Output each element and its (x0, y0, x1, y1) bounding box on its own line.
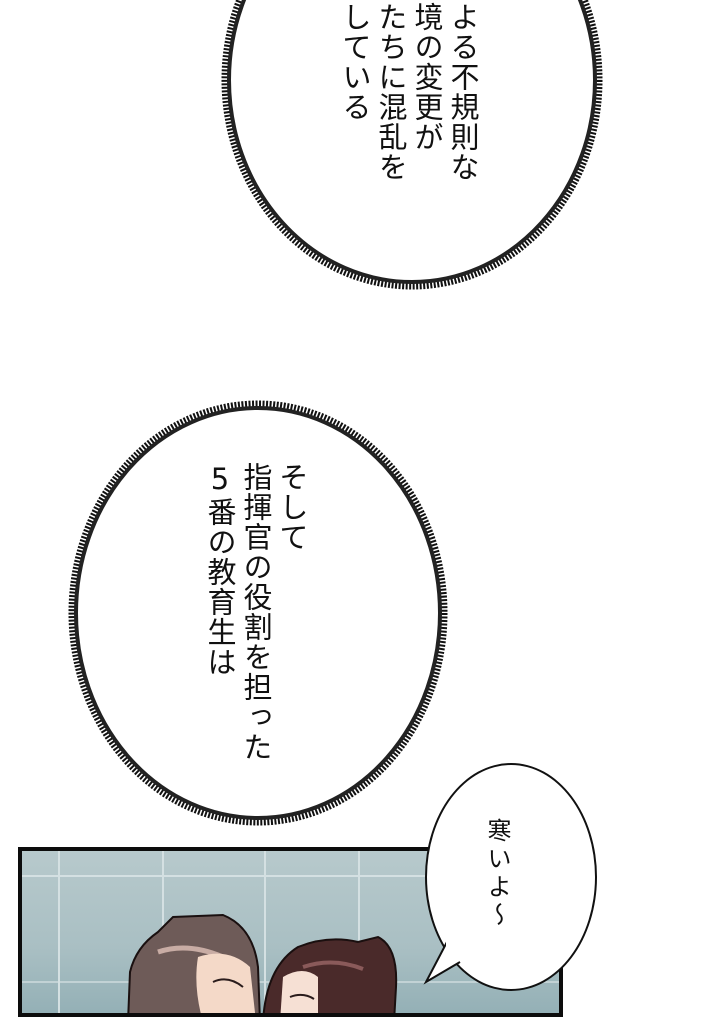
narration-2-col-1: そして (275, 462, 309, 552)
narration-2-col-3: 5番の教育生は (203, 462, 237, 677)
narration-2-col-2: 指揮官の役割を担った (239, 462, 273, 762)
speech-bubble-tail (423, 940, 466, 985)
narration-1-col-2: による不規則な (446, 0, 480, 182)
speech-text: 寒いよ〜 (483, 818, 511, 930)
narration-text-1: て による不規則な 環境の変更が 生たちに混乱を らしている (337, 0, 517, 182)
characters-illustration (127, 913, 398, 1013)
narration-burst-2 (66, 398, 450, 828)
burst-outline-1 (221, 0, 603, 290)
narration-burst-1 (220, 0, 605, 290)
tile-line (58, 851, 60, 1013)
narration-1-col-1: て (481, 0, 517, 182)
narration-1-col-4: 生たちに混乱を (374, 0, 408, 182)
narration-1-col-3: 環境の変更が (410, 0, 444, 152)
tile-line (358, 851, 360, 1013)
tile-line (264, 851, 266, 1013)
narration-1-col-5: らしている (338, 0, 372, 122)
narration-text-2: そして 指揮官の役割を担った 5番の教育生は (202, 462, 310, 762)
tile-line (22, 875, 559, 877)
burst-outline-2 (68, 400, 448, 826)
